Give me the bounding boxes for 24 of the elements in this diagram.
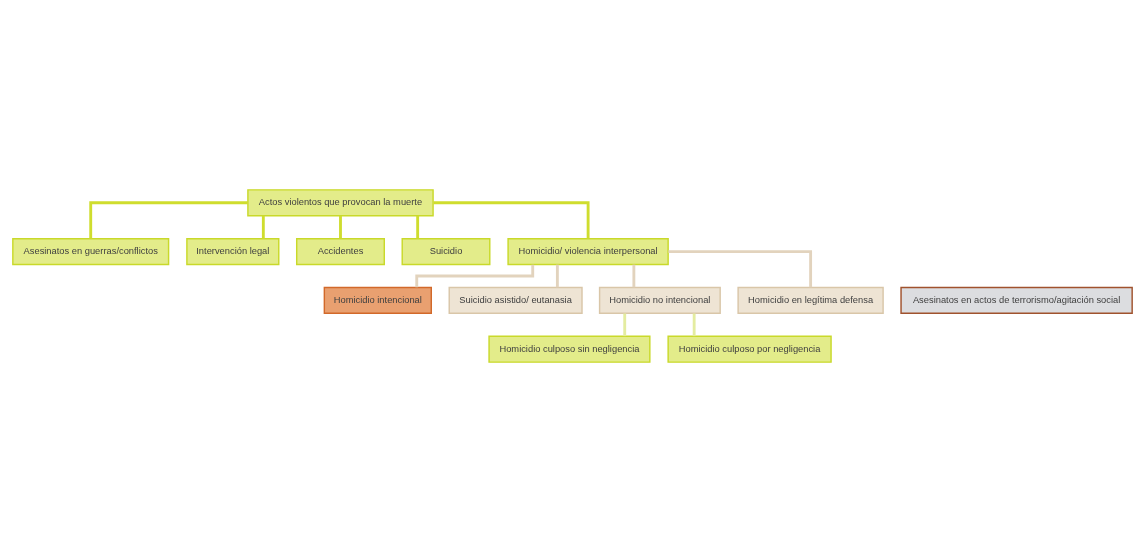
node-box: Intervención legal (186, 237, 280, 266)
connector (623, 313, 627, 337)
connector (555, 264, 559, 288)
node-box: Homicidio en legítima defensa (737, 286, 884, 315)
connector (668, 250, 813, 288)
connector (415, 264, 535, 288)
connector (89, 201, 248, 239)
node-box: Homicidio intencional (323, 286, 432, 315)
node-box: Asesinatos en actos de terrorismo/agitación social (900, 286, 1133, 315)
node-box: Homicidio/ violencia interpersonal (507, 237, 669, 266)
node-box: Suicidio (401, 237, 491, 266)
node-box: Homicidio no intencional (598, 286, 721, 315)
connector (692, 313, 696, 337)
connector (339, 215, 342, 239)
connector (632, 264, 636, 288)
node-box: Suicidio asistido/ eutanasia (448, 286, 583, 315)
connector (416, 215, 420, 239)
node-box: Homicidio culposo sin negligencia (488, 335, 651, 363)
connector (261, 215, 265, 239)
node-box: Actos violentos que provocan la muerte (247, 189, 434, 217)
node-box: Asesinatos en guerras/conflictos (12, 237, 170, 266)
connector (433, 201, 590, 239)
node-box: Accidentes (296, 237, 385, 266)
node-box: Homicidio culposo por negligencia (667, 335, 832, 363)
